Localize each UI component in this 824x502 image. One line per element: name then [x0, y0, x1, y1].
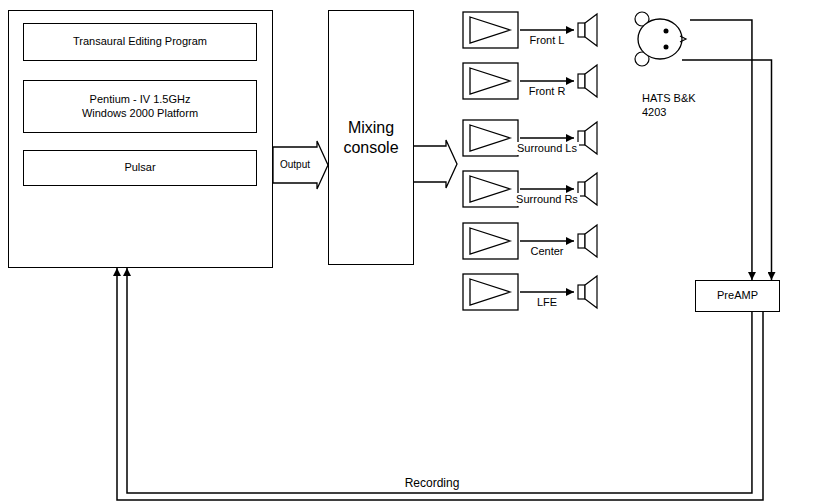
signal-arrow [520, 188, 574, 190]
amplifier-symbol [470, 279, 510, 305]
hardware-box: Pulsar [23, 150, 257, 186]
distribution-arrow [414, 140, 457, 188]
amplifier-symbol [470, 125, 510, 151]
signal-arrow [520, 291, 574, 293]
signal-arrow [520, 80, 574, 82]
channel-label: LFE [535, 296, 559, 309]
computer-box: Transaural Editing ProgramPentium - IV 1… [8, 10, 273, 268]
speaker-cone [585, 14, 597, 46]
channel-label: Front R [527, 85, 568, 98]
platform-box: Pentium - IV 1.5GHz Windows 2000 Platfor… [23, 80, 257, 133]
box-label: Pentium - IV 1.5GHz Windows 2000 Platfor… [70, 93, 210, 121]
speaker-magnet [578, 23, 585, 37]
amplifier-box [463, 274, 518, 310]
speaker-magnet [578, 285, 585, 299]
software-box: Transaural Editing Program [23, 23, 257, 61]
preamp-box: PreAMP [695, 280, 780, 312]
box-label: Pulsar [124, 161, 155, 175]
channel-label: Front L [528, 34, 567, 47]
connector [127, 268, 752, 493]
speaker-cone [585, 225, 597, 257]
amplifier-box [463, 120, 518, 156]
hats-head: HATS B&K 4203 [628, 6, 712, 124]
channel-label: Center [528, 245, 565, 258]
amplifier-speaker [463, 12, 597, 48]
head-and-torso-simulator [628, 6, 690, 72]
speaker-magnet [578, 131, 585, 145]
speaker-cone [585, 122, 597, 154]
speaker-cone [585, 276, 597, 308]
amplifier-symbol [470, 176, 510, 202]
box-label: PreAMP [717, 289, 758, 303]
amplifier-box [463, 171, 518, 207]
signal-arrow [520, 240, 574, 242]
amplifier-speaker [463, 223, 597, 259]
amplifier-symbol [470, 228, 510, 254]
block-arrow [273, 141, 328, 189]
amplifier-box [463, 63, 518, 99]
amplifier-symbol [470, 17, 510, 43]
connector-label: Output [278, 159, 312, 171]
amplifier-box [463, 223, 518, 259]
signal-arrow [520, 29, 574, 31]
box-label: Transaural Editing Program [73, 35, 207, 49]
speaker-cone [585, 173, 597, 205]
channel-label: Surround Rs [514, 193, 580, 206]
amplifier-speaker [463, 120, 597, 156]
connector [690, 20, 752, 280]
signal-arrow [520, 137, 574, 139]
box-label: Mixing console [336, 118, 406, 158]
speaker-magnet [578, 74, 585, 88]
amplifier-symbol [470, 68, 510, 94]
speaker-cone [585, 65, 597, 97]
mixing-console-box: Mixing console [328, 10, 414, 265]
connector [117, 268, 763, 500]
speaker-magnet [578, 234, 585, 248]
channel-label: Surround Ls [515, 142, 579, 155]
amplifier-speaker [463, 63, 597, 99]
amplifier-chain [463, 12, 597, 310]
amplifier-box [463, 12, 518, 48]
connector-label: Recording [403, 476, 462, 490]
device-label: HATS B&K 4203 [642, 92, 702, 120]
amplifier-speaker [463, 171, 597, 207]
amplifier-speaker [463, 274, 597, 310]
